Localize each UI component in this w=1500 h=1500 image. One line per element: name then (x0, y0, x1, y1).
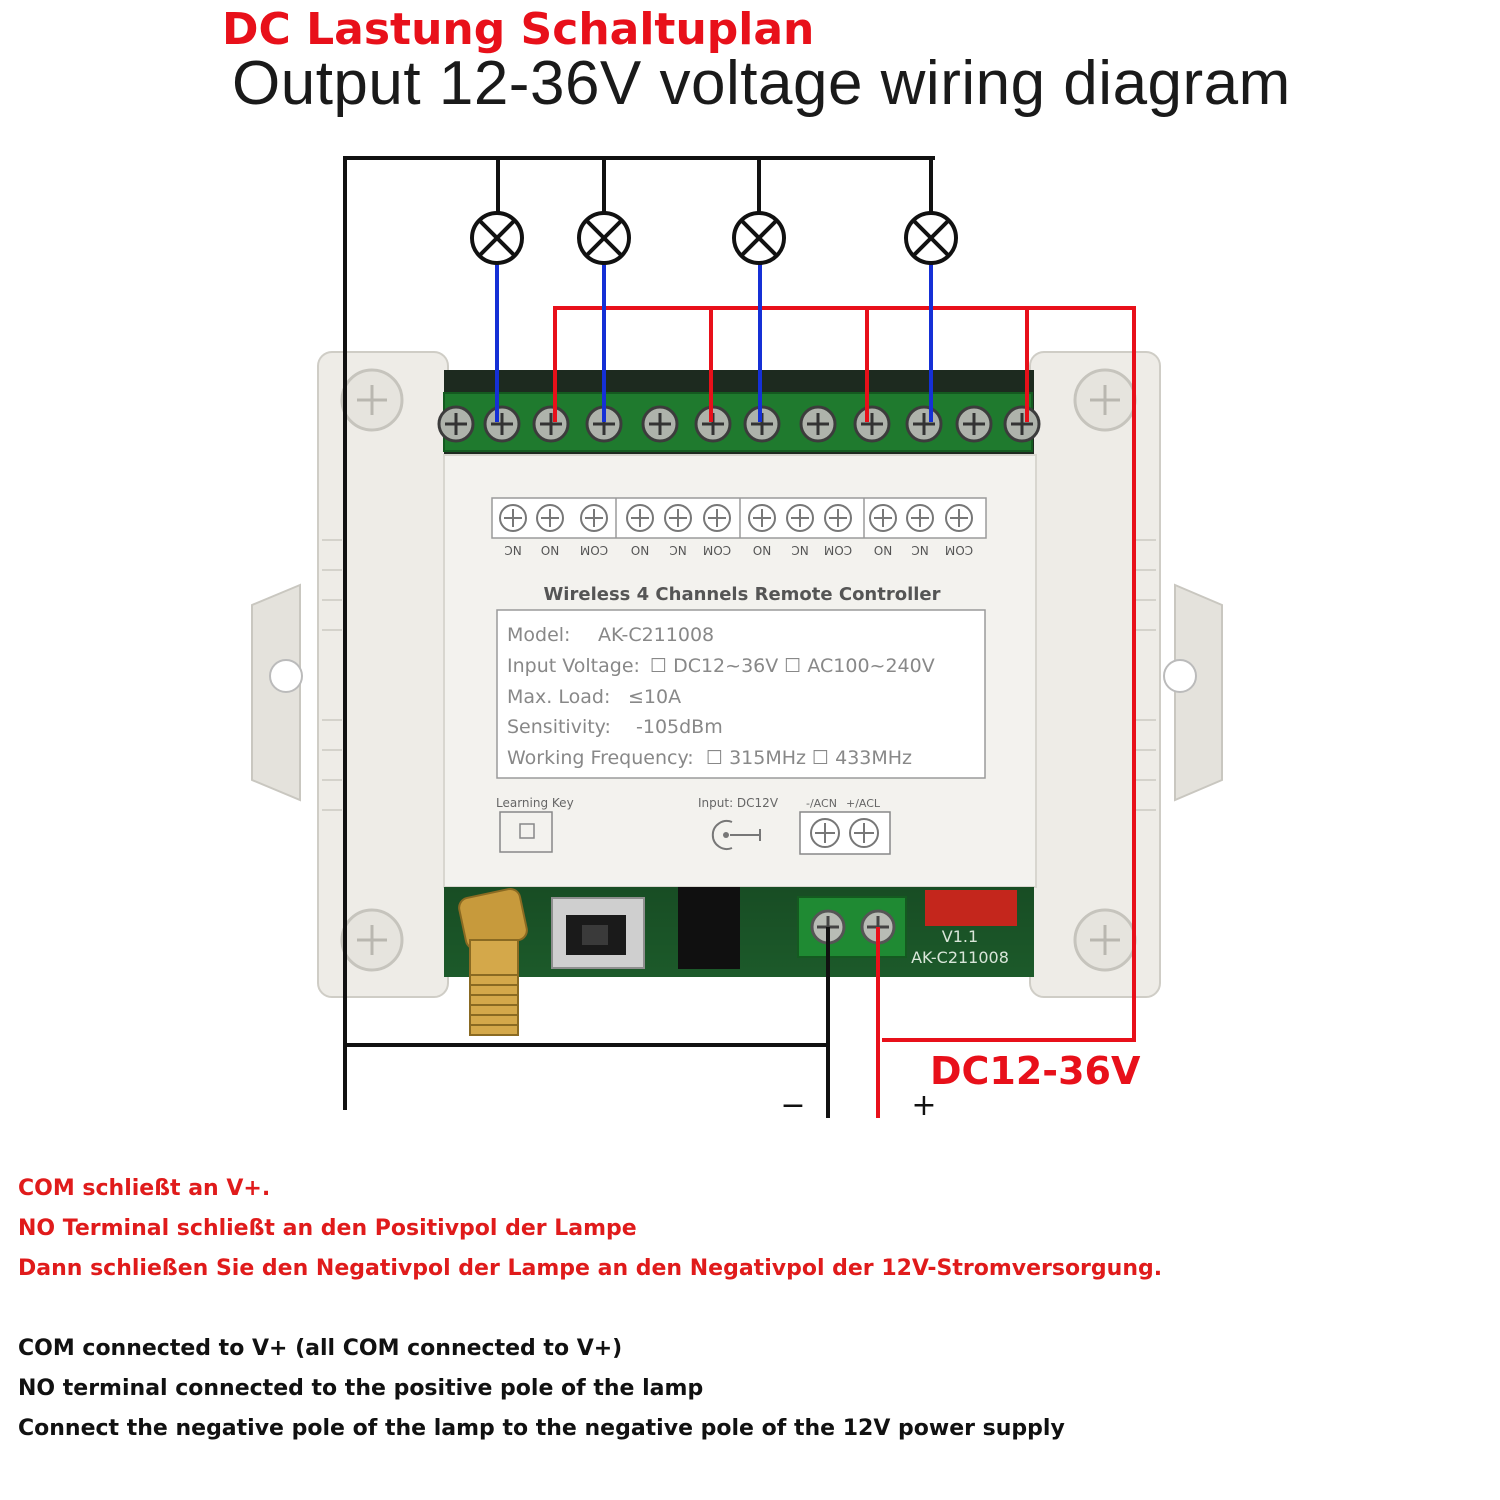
title-english: Output 12-36V voltage wiring diagram (232, 49, 1291, 118)
screw-terminal-icon (786, 504, 814, 532)
input-dc-label: Input: DC12V (698, 796, 779, 810)
spec-value: -105dBm (636, 716, 723, 738)
lamp-wire (495, 262, 933, 422)
screw-terminal-icon (849, 818, 879, 848)
screw-terminal-icon (499, 504, 527, 532)
pcb-version: V1.1 (942, 927, 978, 946)
screw-terminal-icon (906, 504, 934, 532)
screw-terminal-icon (580, 504, 608, 532)
screw-terminal-icon (853, 405, 891, 443)
terminal-label: COM (580, 543, 608, 557)
screw-terminal-icon (905, 405, 943, 443)
screw-terminal-icon (1003, 405, 1041, 443)
supply-label: DC12-36V (930, 1049, 1141, 1093)
supply-minus: − (780, 1088, 805, 1123)
mounting-screw-icon (1073, 368, 1137, 432)
pcb-marking: AK-C211008 (911, 948, 1009, 967)
lamp-icon (577, 211, 631, 265)
lamp-icon (470, 211, 524, 265)
mounting-screw-icon (340, 908, 404, 972)
mounting-screw-icon (340, 368, 404, 432)
note-en-2: NO terminal connected to the positive po… (18, 1376, 704, 1401)
screw-terminal-icon (824, 504, 852, 532)
screw-terminal-icon (437, 405, 475, 443)
terminal-label: NC (911, 543, 928, 557)
screw-terminal-icon (626, 504, 654, 532)
terminal-label: NO (874, 543, 892, 557)
spec-value: AK-C211008 (598, 624, 714, 646)
screw-terminal-icon (869, 504, 897, 532)
note-de-2: NO Terminal schließt an den Positivpol d… (18, 1216, 637, 1241)
spec-value: ☐ DC12~36V ☐ AC100~240V (650, 655, 935, 677)
terminal-label: NC (669, 543, 686, 557)
spec-value: ☐ 315MHz ☐ 433MHz (706, 747, 912, 769)
terminal-label: NO (631, 543, 649, 557)
terminal-label: NO (541, 543, 559, 557)
screw-terminal-icon (955, 405, 993, 443)
lamp-icon (904, 211, 958, 265)
antenna-icon[interactable] (457, 887, 528, 1036)
lamp-icon (732, 211, 786, 265)
spec-label: Working Frequency: (507, 747, 694, 769)
screw-terminal-icon (641, 405, 679, 443)
dc-jack[interactable] (678, 887, 740, 969)
spec-label: Input Voltage: (507, 655, 640, 677)
terminal-label: NO (753, 543, 771, 557)
note-en-3: Connect the negative pole of the lamp to… (18, 1416, 1065, 1441)
note-de-1: COM schließt an V+. (18, 1176, 271, 1201)
learning-key-label: Learning Key (496, 796, 574, 810)
screw-terminal-icon (536, 504, 564, 532)
spec-box (496, 609, 986, 779)
mounting-screw-icon (1073, 908, 1137, 972)
negative-wire (343, 156, 935, 1118)
terminal-label: NC (504, 543, 521, 557)
screw-terminal-icon (694, 405, 732, 443)
product-name: Wireless 4 Channels Remote Controller (543, 584, 940, 605)
learning-key-button[interactable] (519, 823, 535, 839)
screw-terminal-icon (799, 405, 837, 443)
screw-terminal-icon (945, 504, 973, 532)
terminal-label: COM (824, 543, 852, 557)
terminal-label: NC (791, 543, 808, 557)
spec-label: Max. Load: (507, 686, 610, 708)
output-terminal-block (443, 392, 1033, 452)
terminal-label: COM (945, 543, 973, 557)
power-plus-label: +/ACL (846, 797, 881, 810)
screw-terminal-icon (748, 504, 776, 532)
terminal-label: COM (703, 543, 731, 557)
positive-wire (553, 306, 1136, 1118)
screw-terminal-icon (810, 818, 840, 848)
screw-terminal-icon (703, 504, 731, 532)
title-german: DC Lastung Schaltuplan (222, 4, 815, 55)
spec-label: Model: (507, 624, 570, 646)
power-minus-label: -/ACN (806, 797, 837, 810)
relay-module: NC NO COM NO NC COM NO NC COM NO NC COM Wireless 4 … (251, 351, 1223, 1036)
spec-label: Sensitivity: (507, 716, 611, 738)
note-de-3: Dann schließen Sie den Negativpol der La… (18, 1256, 1163, 1281)
note-en-1: COM connected to V+ (all COM connected t… (18, 1336, 623, 1361)
screw-terminal-icon (483, 405, 521, 443)
screw-terminal-icon (532, 405, 570, 443)
supply-plus: + (911, 1088, 936, 1123)
dc-jack-icon (711, 820, 761, 850)
screw-terminal-icon (664, 504, 692, 532)
spec-value: ≤10A (628, 686, 681, 708)
